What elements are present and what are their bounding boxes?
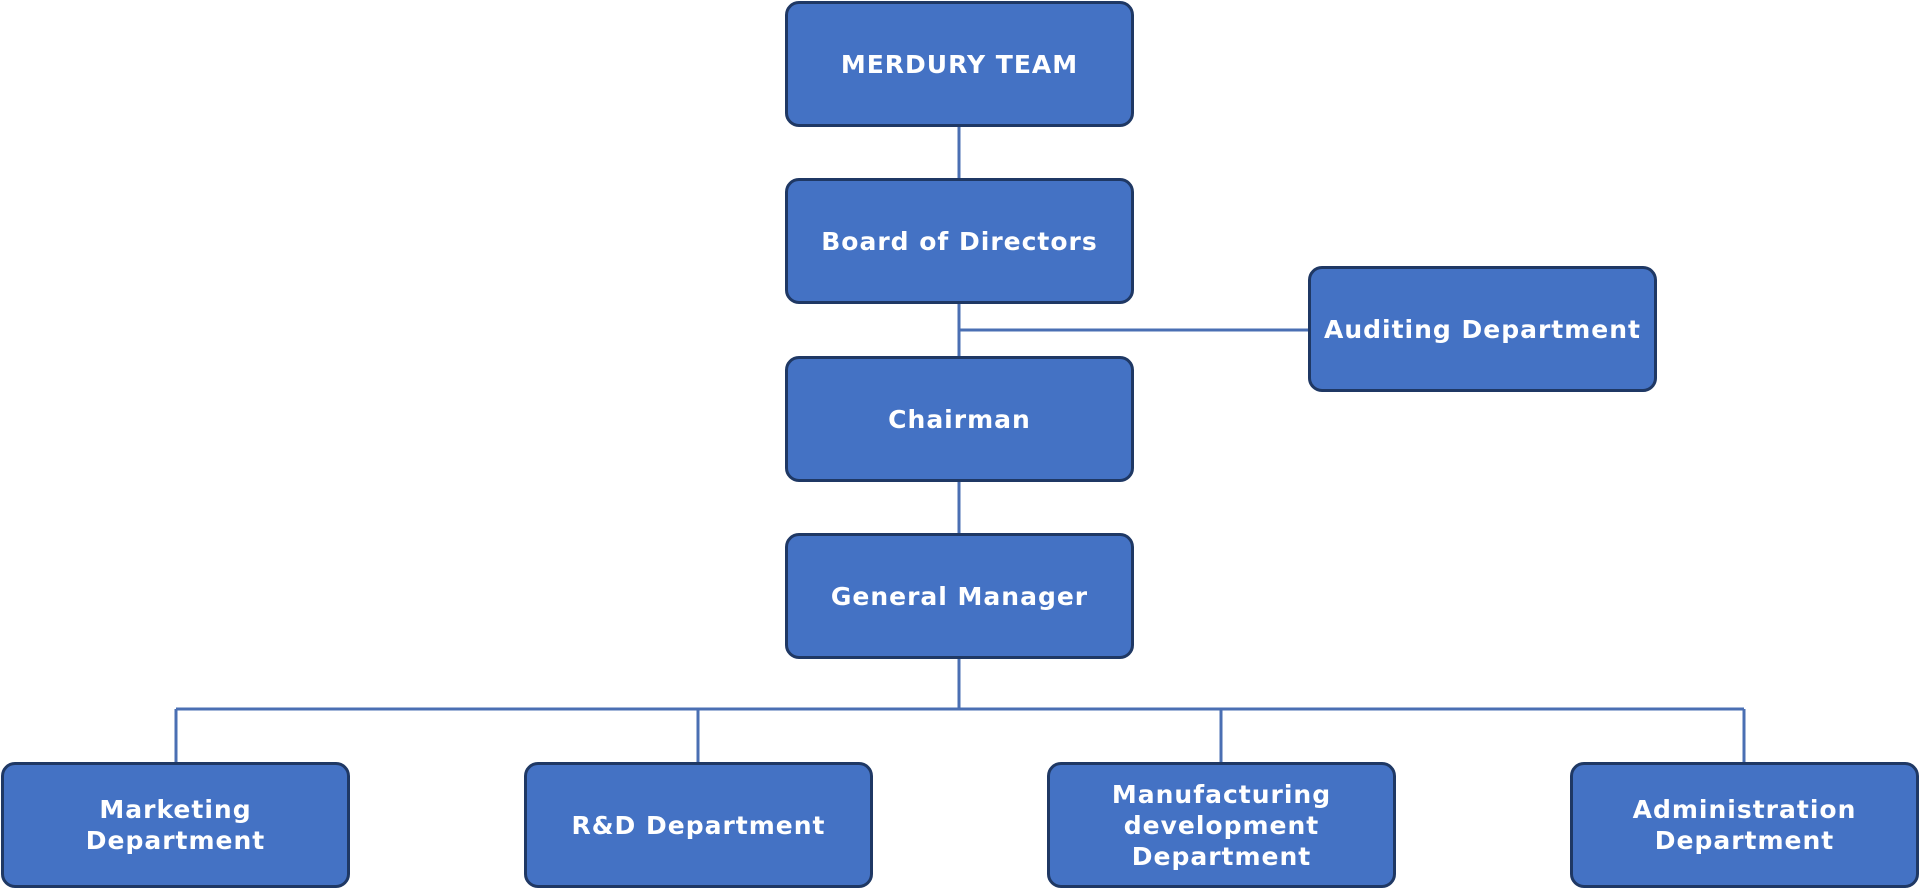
node-label: MERDURY TEAM: [840, 49, 1079, 79]
node-label: General Manager: [830, 581, 1089, 611]
node-label: Board of Directors: [821, 226, 1098, 256]
node-rnd-department: R&D Department: [524, 762, 873, 888]
node-merdury-team: MERDURY TEAM: [785, 1, 1134, 127]
node-auditing-department: Auditing Department: [1308, 266, 1657, 392]
node-label: Auditing Department: [1323, 314, 1642, 344]
node-marketing-department: Marketing Department: [1, 762, 350, 888]
node-administration-department: Administration Department: [1570, 762, 1919, 888]
node-label: Chairman: [888, 404, 1031, 434]
node-label: Administration Department: [1632, 795, 1857, 855]
node-board-of-directors: Board of Directors: [785, 178, 1134, 304]
node-label: Marketing Department: [85, 795, 266, 855]
node-general-manager: General Manager: [785, 533, 1134, 659]
node-chairman: Chairman: [785, 356, 1134, 482]
node-manufacturing-department: Manufacturing development Department: [1047, 762, 1396, 888]
node-label: Manufacturing development Department: [1111, 779, 1332, 871]
node-label: R&D Department: [571, 810, 826, 840]
